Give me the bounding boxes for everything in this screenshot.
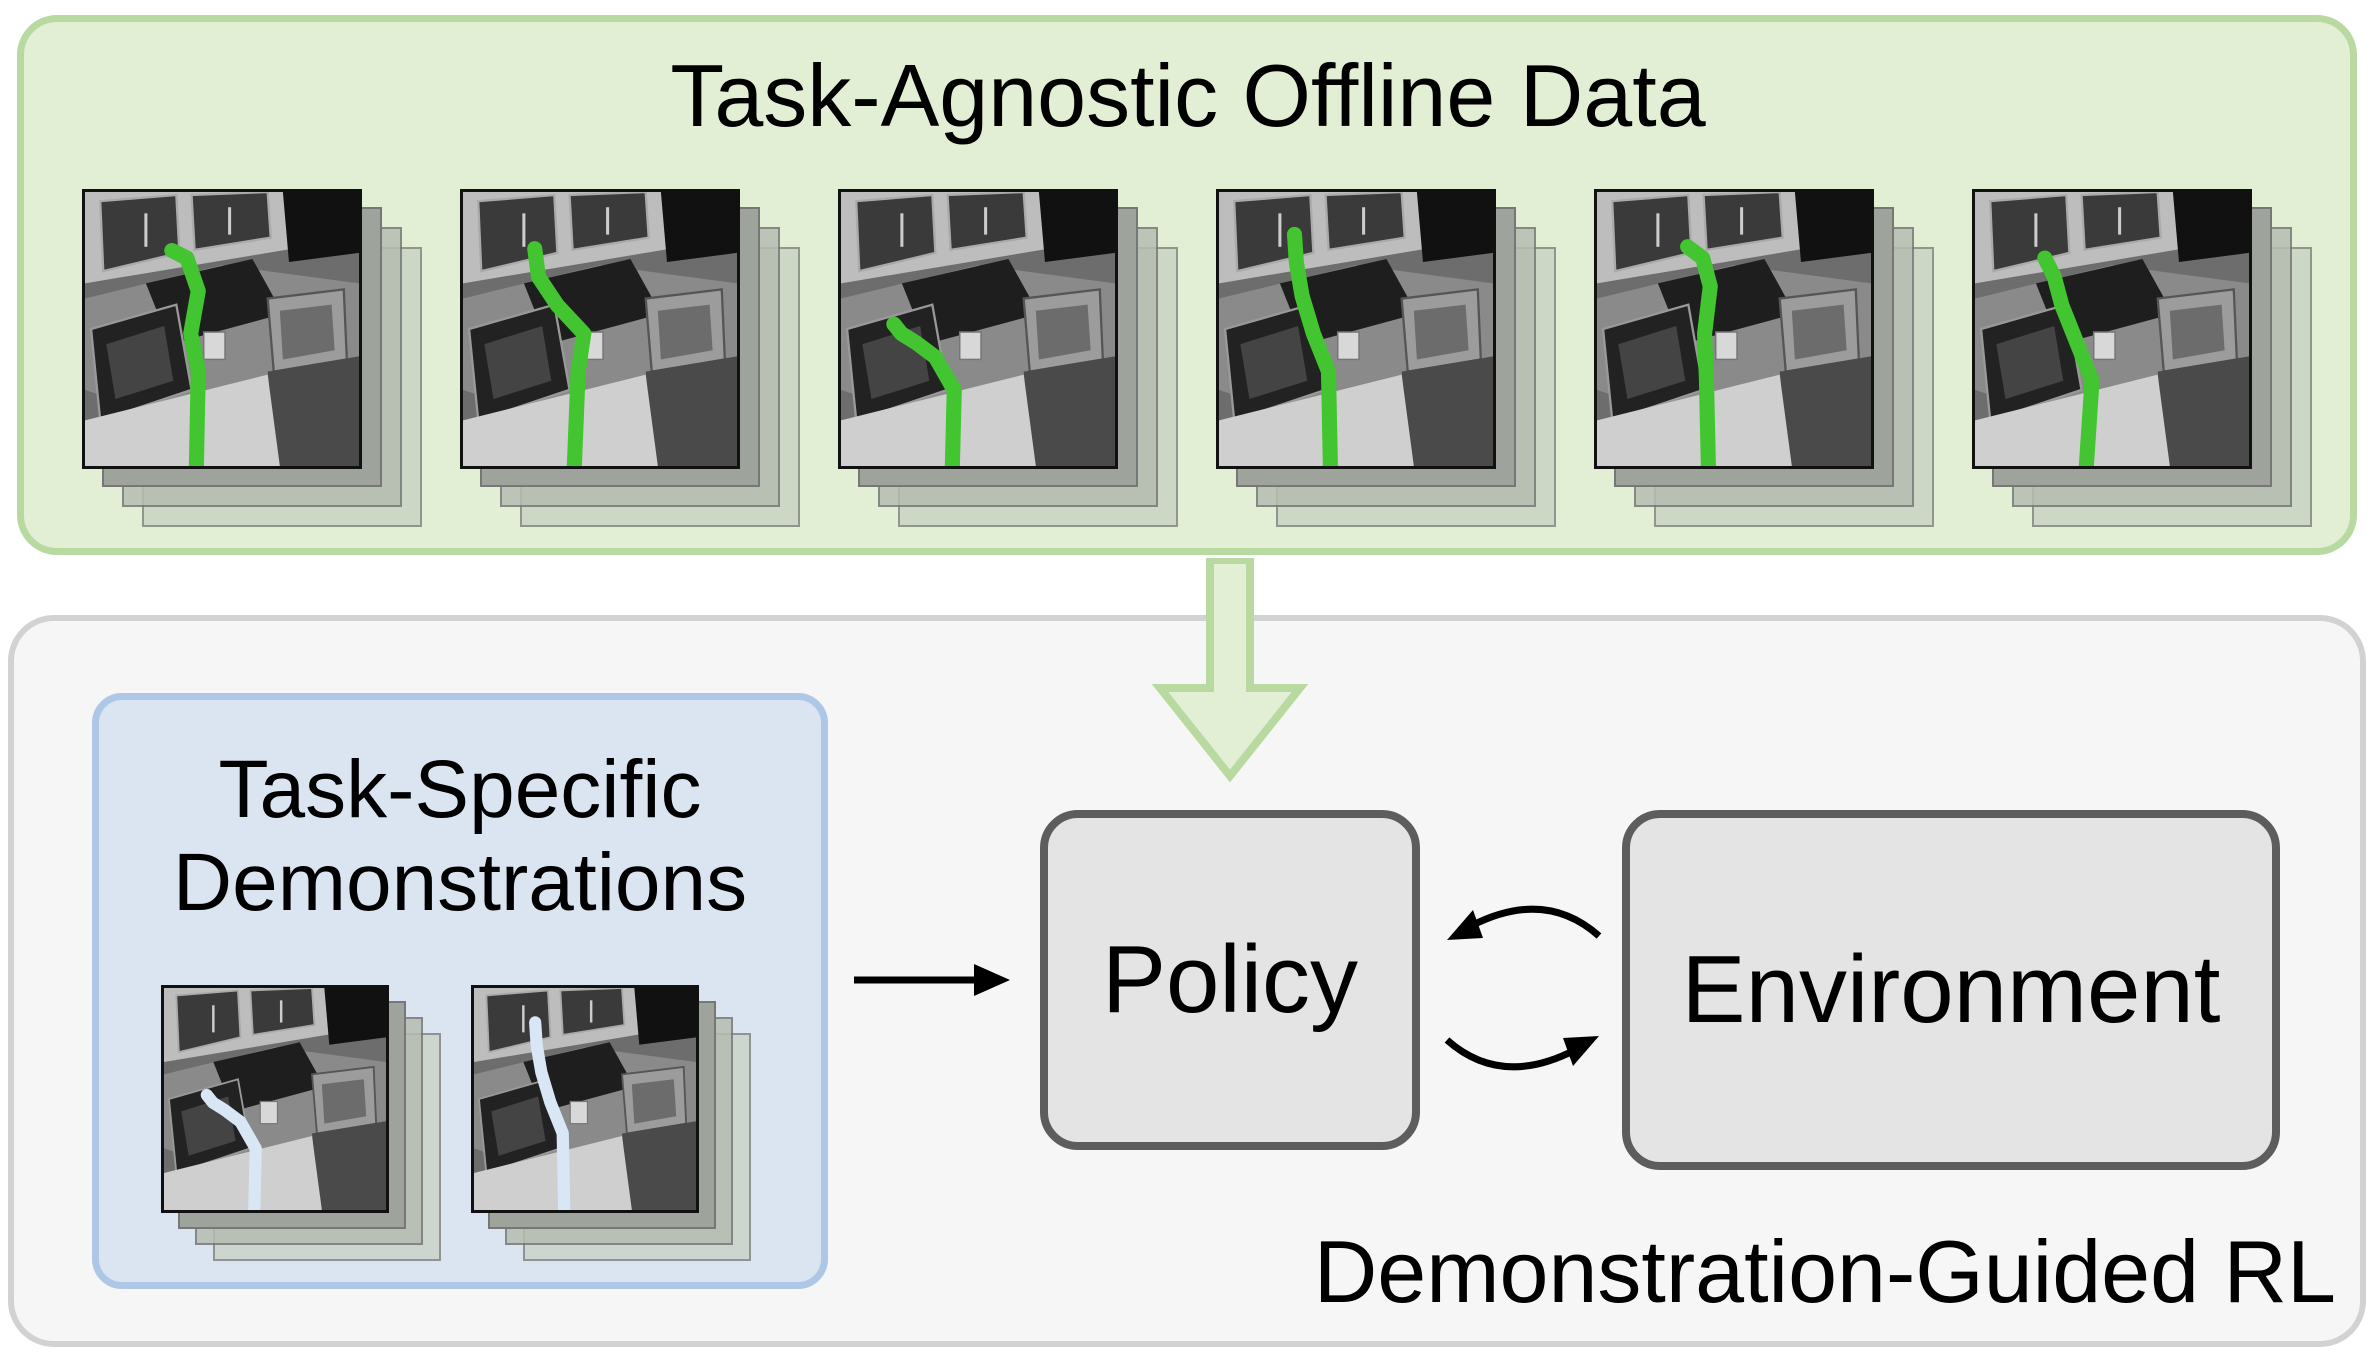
offline-frame-stack-5: [1594, 189, 1936, 527]
demonstrations-title-line-1: Task-Specific: [218, 744, 702, 835]
offline-frame-stack-1: [82, 189, 424, 527]
environment-label: Environment: [1681, 936, 2221, 1043]
environment-to-policy-arrow: [1447, 905, 1602, 940]
policy-to-environment-arrow: [1444, 1036, 1599, 1071]
demonstrations-title: Task-Specific Demonstrations: [92, 743, 828, 930]
offline-frame-stack-3: [838, 189, 1180, 527]
offline-frame-stack-4: [1216, 189, 1558, 527]
kitchen-scene-image: [1972, 189, 2252, 469]
kitchen-scene-image: [471, 985, 699, 1213]
kitchen-scene-image: [1594, 189, 1874, 469]
policy-label: Policy: [1101, 926, 1359, 1033]
demo-frame-stack-1: [161, 985, 441, 1261]
demonstrations-to-policy-arrow: [854, 964, 1010, 996]
offline-to-policy-arrow: [1151, 558, 1309, 783]
kitchen-scene-image: [161, 985, 389, 1213]
demonstrations-title-line-2: Demonstrations: [172, 837, 748, 929]
kitchen-scene-image: [82, 189, 362, 469]
kitchen-scene-image: [460, 189, 740, 469]
kitchen-scene-image: [838, 189, 1118, 469]
offline-frame-stack-6: [1972, 189, 2314, 527]
demonstration-guided-rl-title: Demonstration-Guided RL: [1313, 1222, 2336, 1321]
offline-frame-stack-2: [460, 189, 802, 527]
offline-data-title: Task-Agnostic Offline Data: [670, 46, 1706, 145]
policy-node: Policy: [1040, 810, 1420, 1150]
demo-frame-stack-2: [471, 985, 751, 1261]
environment-node: Environment: [1622, 810, 2280, 1170]
kitchen-scene-image: [1216, 189, 1496, 469]
